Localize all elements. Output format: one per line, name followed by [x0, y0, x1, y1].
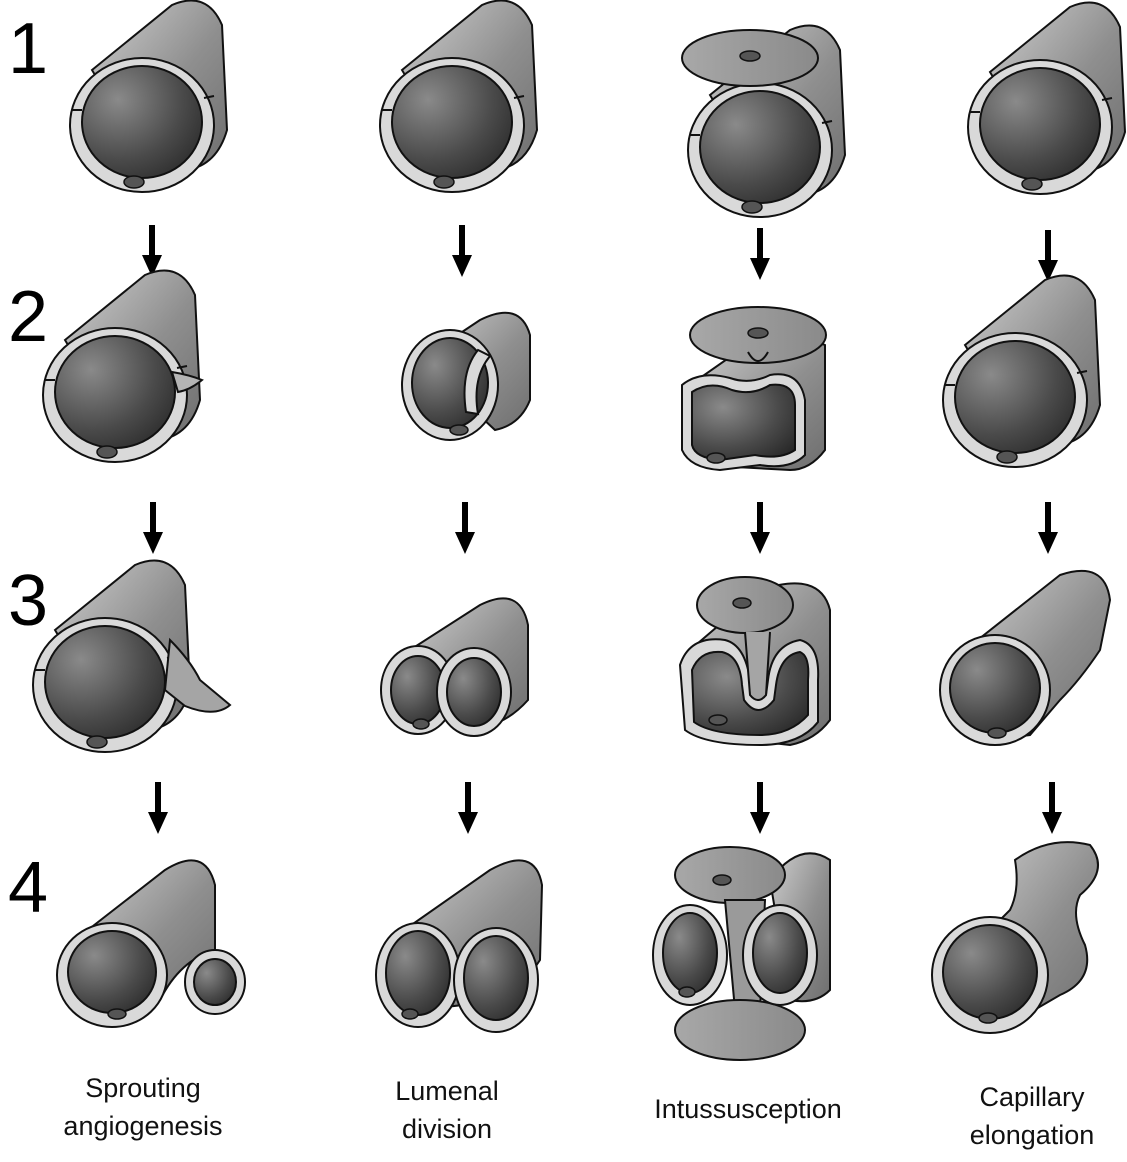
lumenal-stage-1-vessel — [380, 1, 537, 193]
step-number-4: 4 — [8, 848, 48, 928]
caption-sprouting-line-2: angiogenesis — [63, 1111, 222, 1141]
intussusception-arrow-1 — [750, 228, 770, 280]
intussusception-stage-2-vessel — [682, 307, 826, 470]
elongation-stage-3-vessel — [940, 571, 1110, 745]
lumenal-stage-2-vessel — [402, 313, 530, 440]
intussusception-stage-4-vessel — [653, 847, 830, 1060]
sprouting-stage-2-vessel — [43, 271, 202, 463]
step-number-3: 3 — [8, 561, 48, 641]
sprouting-stage-4-vessel — [57, 860, 245, 1027]
caption-elongation-line-1: Capillary — [979, 1082, 1085, 1112]
elongation-arrow-2 — [1038, 502, 1058, 554]
intussusception-arrow-3 — [750, 782, 770, 834]
lumenal-stage-4-vessel — [376, 860, 542, 1032]
elongation-stage-2-vessel — [943, 276, 1100, 468]
sprouting-arrow-3 — [148, 782, 168, 834]
intussusception-stage-3-vessel — [680, 577, 830, 745]
caption-intussusception: Intussusception — [654, 1094, 842, 1124]
elongation-stage-1-vessel — [968, 3, 1125, 195]
lumenal-arrow-1 — [452, 225, 472, 277]
sprouting-arrow-2 — [143, 502, 163, 554]
intussusception-arrow-2 — [750, 502, 770, 554]
elongation-stage-4-vessel — [932, 842, 1098, 1033]
step-number-2: 2 — [8, 277, 48, 357]
lumenal-arrow-2 — [455, 502, 475, 554]
caption-lumenal-line-1: Lumenal — [395, 1076, 499, 1106]
lumenal-arrow-3 — [458, 782, 478, 834]
caption-elongation-line-2: elongation — [970, 1120, 1095, 1150]
elongation-arrow-1 — [1038, 230, 1058, 282]
intussusception-stage-1-vessel — [682, 26, 845, 218]
sprouting-stage-1-vessel — [70, 1, 227, 193]
elongation-arrow-3 — [1042, 782, 1062, 834]
lumenal-stage-3-vessel — [381, 598, 528, 736]
sprouting-stage-3-vessel — [33, 561, 230, 753]
sprouting-arrow-1 — [142, 225, 162, 277]
step-number-1: 1 — [8, 9, 48, 89]
caption-sprouting-line-1: Sprouting — [85, 1073, 201, 1103]
caption-lumenal-line-2: division — [402, 1114, 492, 1144]
